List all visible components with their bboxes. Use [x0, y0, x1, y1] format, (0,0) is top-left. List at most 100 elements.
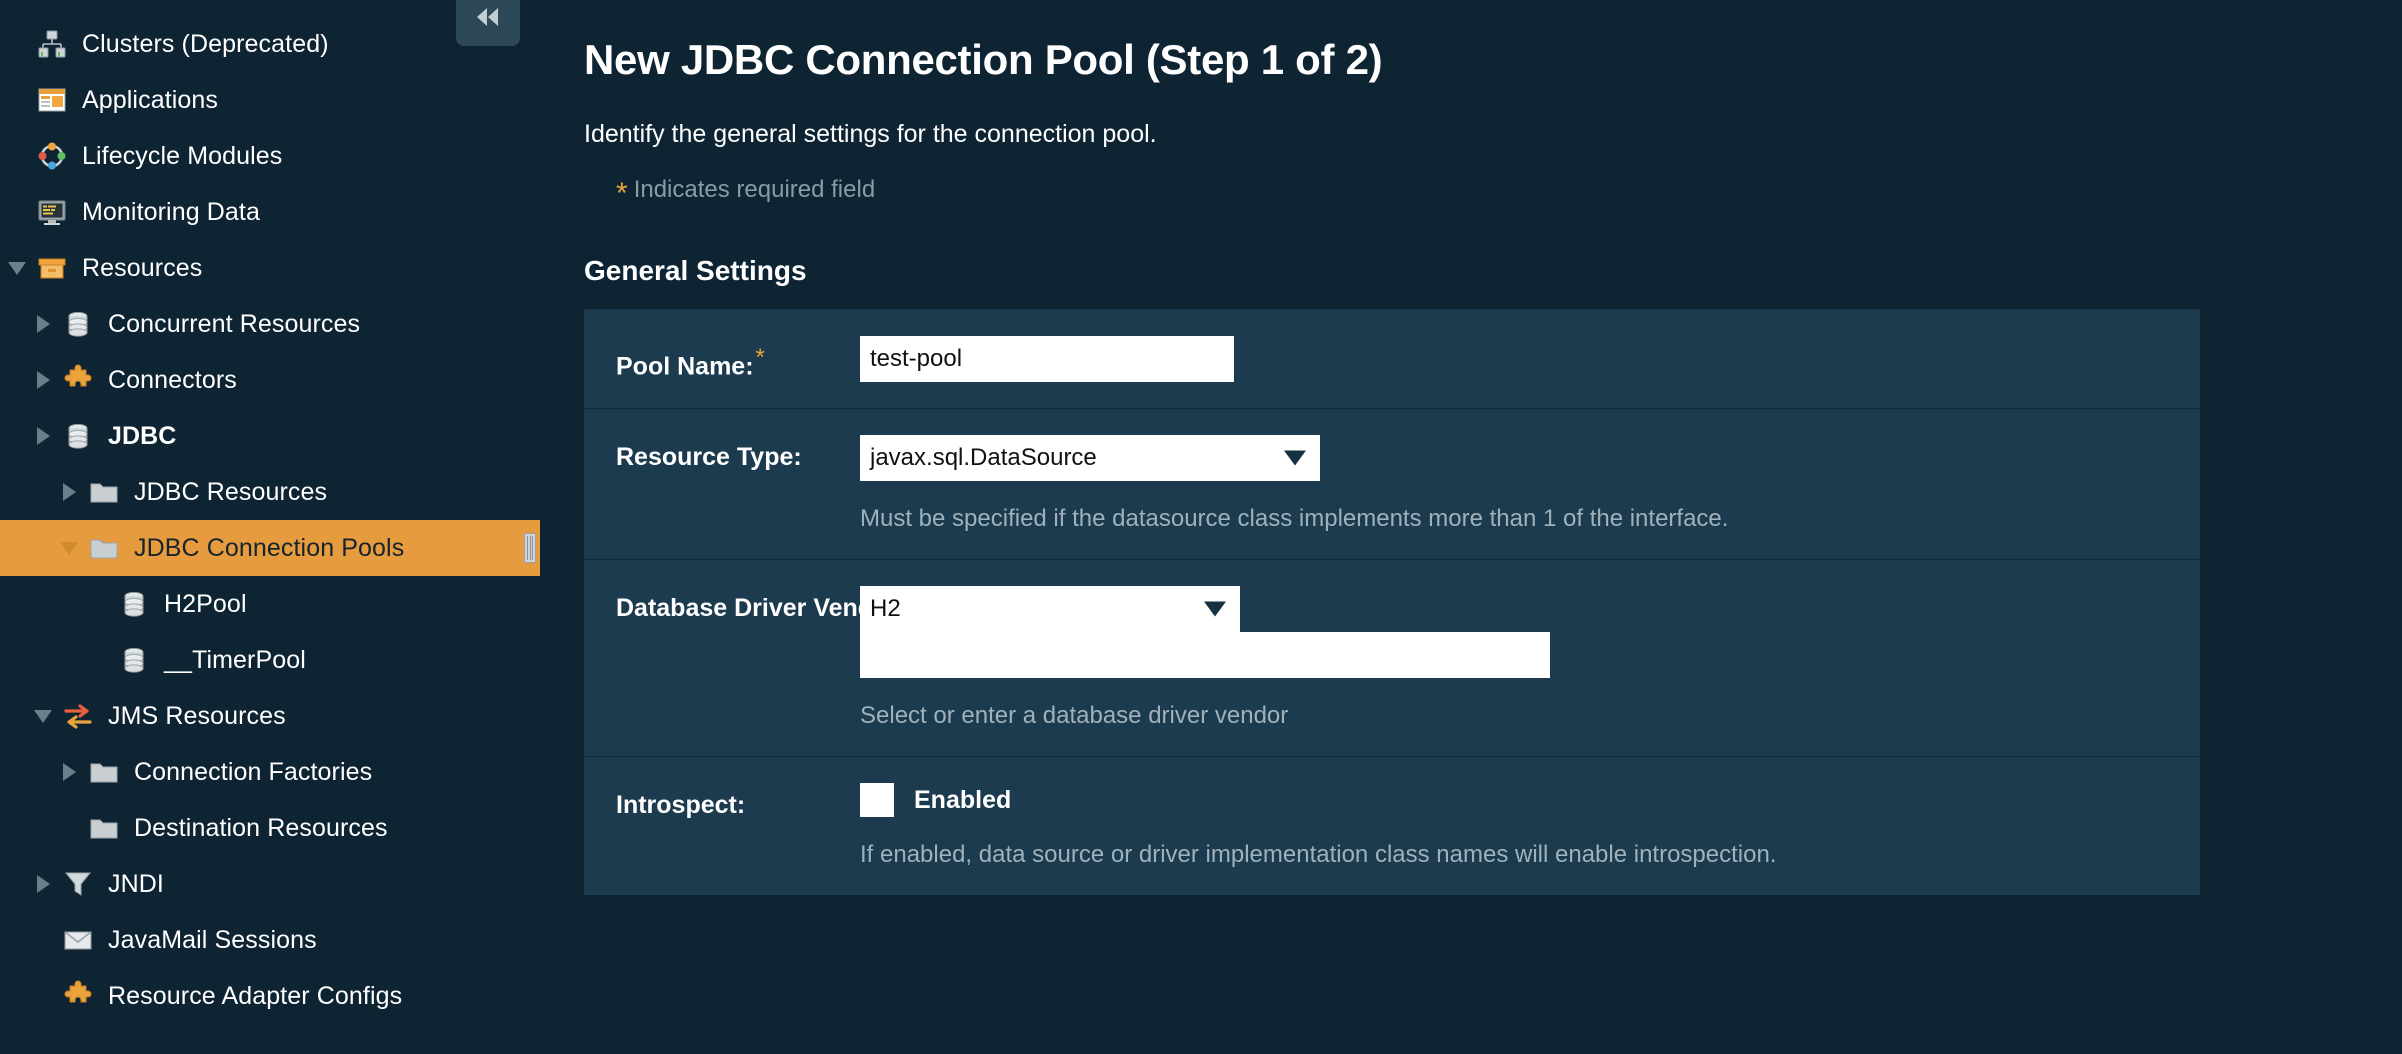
box-icon: [36, 252, 68, 284]
resource-type-control: javax.sql.DataSource Must be specified i…: [860, 435, 2200, 533]
resource-type-label: Resource Type:: [616, 443, 802, 471]
driver-vendor-hint: Select or enter a database driver vendor: [860, 702, 1289, 729]
sidebar-item-nodes[interactable]: Nodes: [0, 0, 540, 16]
driver-vendor-input[interactable]: [860, 632, 1550, 678]
twisty-spacer: [4, 31, 30, 57]
monitor-icon: [36, 196, 68, 228]
sidebar-item-label: Concurrent Resources: [108, 309, 361, 338]
sidebar-item-timerpool[interactable]: __TimerPool: [0, 632, 540, 688]
sidebar-item-connectors[interactable]: Connectors: [0, 352, 540, 408]
twisty-spacer: [4, 199, 30, 225]
required-field-note: * Indicates required field: [616, 176, 2402, 209]
folder-icon: [88, 532, 120, 564]
sidebar-resize-handle[interactable]: [524, 533, 536, 563]
introspect-hint: If enabled, data source or driver implem…: [860, 841, 1777, 868]
chevron-right-icon[interactable]: [30, 367, 56, 393]
sidebar-item-label: Applications: [82, 85, 219, 114]
pool-name-required-asterisk-icon: *: [755, 344, 765, 371]
introspect-checkbox-line: Enabled: [860, 783, 2200, 817]
twisty-spacer: [30, 983, 56, 1009]
sidebar-item-applications[interactable]: Applications: [0, 72, 540, 128]
sidebar-item-lifecycle-modules[interactable]: Lifecycle Modules: [0, 128, 540, 184]
database-icon: [118, 588, 150, 620]
sidebar-item-label: Destination Resources: [134, 813, 388, 842]
sidebar-item-jdbc[interactable]: JDBC: [0, 408, 540, 464]
sidebar-item-jdbc-connection-pools[interactable]: JDBC Connection Pools: [0, 520, 540, 576]
introspect-control: Enabled If enabled, data source or drive…: [860, 783, 2200, 869]
driver-vendor-select[interactable]: H2: [860, 586, 1240, 632]
twisty-spacer: [4, 143, 30, 169]
sidebar-item-label: Connectors: [108, 365, 237, 394]
chevron-right-icon[interactable]: [30, 311, 56, 337]
resource-type-hint: Must be specified if the datasource clas…: [860, 505, 1729, 532]
jms-arrows-icon: [62, 700, 94, 732]
page-description: Identify the general settings for the co…: [584, 120, 1157, 148]
tree-list: NodesClusters (Deprecated) ApplicationsLi…: [0, 0, 540, 1024]
sidebar-item-label: JDBC Connection Pools: [134, 533, 405, 562]
twisty-spacer: [86, 647, 112, 673]
pool-name-label-text: Pool Name:: [616, 352, 754, 381]
driver-vendor-selected-value: H2: [870, 595, 901, 622]
application-icon: [36, 84, 68, 116]
twisty-spacer: [86, 591, 112, 617]
sidebar-item-destination-resources[interactable]: Destination Resources: [0, 800, 540, 856]
twisty-spacer: [56, 815, 82, 841]
pool-name-input[interactable]: [860, 336, 1234, 382]
main-content: New JDBC Connection Pool (Step 1 of 2) I…: [540, 0, 2402, 1054]
sidebar-item-javamail-sessions[interactable]: JavaMail Sessions: [0, 912, 540, 968]
form-row-pool-name: Pool Name:*: [584, 310, 2200, 409]
sidebar-item-h2pool[interactable]: H2Pool: [0, 576, 540, 632]
folder-icon: [88, 812, 120, 844]
chevron-down-icon[interactable]: [4, 255, 30, 281]
chevron-right-icon[interactable]: [56, 479, 82, 505]
required-note-text: Indicates required field: [633, 176, 876, 203]
chevron-down-icon[interactable]: [30, 703, 56, 729]
sidebar-item-label: JavaMail Sessions: [108, 925, 317, 954]
sidebar-item-label: JMS Resources: [108, 701, 286, 730]
lifecycle-icon: [36, 140, 68, 172]
chevron-down-icon: [1204, 601, 1226, 617]
twisty-spacer: [4, 87, 30, 113]
resource-type-selected-value: javax.sql.DataSource: [870, 444, 1097, 471]
pool-name-control: [860, 336, 2200, 382]
driver-vendor-control: H2 Select or enter a database driver ven…: [860, 586, 2200, 730]
form-row-introspect: Introspect: Enabled If enabled, data sou…: [584, 757, 2200, 895]
introspect-checkbox[interactable]: [860, 783, 894, 817]
sidebar-item-label: Monitoring Data: [82, 197, 260, 226]
sidebar-item-label: Resources: [82, 253, 203, 282]
puzzle-icon: [62, 364, 94, 396]
sidebar-item-label: JDBC Resources: [134, 477, 328, 506]
chevron-right-icon[interactable]: [30, 871, 56, 897]
chevron-right-icon[interactable]: [56, 759, 82, 785]
driver-vendor-label: Database Driver Vendor:: [616, 594, 907, 622]
sidebar-item-concurrent-resources[interactable]: Concurrent Resources: [0, 296, 540, 352]
chevron-down-icon[interactable]: [4, 0, 30, 1]
sidebar-item-resource-adapter-configs[interactable]: Resource Adapter Configs: [0, 968, 540, 1024]
twisty-spacer: [30, 927, 56, 953]
sidebar-item-label: Clusters (Deprecated): [82, 29, 329, 58]
sidebar-item-jms-resources[interactable]: JMS Resources: [0, 688, 540, 744]
sidebar-item-label: JNDI: [108, 869, 164, 898]
chevron-down-icon[interactable]: [56, 535, 82, 561]
database-icon: [62, 308, 94, 340]
sidebar-item-jdbc-resources[interactable]: JDBC Resources: [0, 464, 540, 520]
chevron-down-icon: [1284, 450, 1306, 466]
double-chevron-left-icon: [473, 4, 503, 30]
form-row-driver-vendor: Database Driver Vendor: H2 Select or ent…: [584, 560, 2200, 757]
resource-type-select[interactable]: javax.sql.DataSource: [860, 435, 1320, 481]
envelope-icon: [62, 924, 94, 956]
folder-icon: [88, 476, 120, 508]
sidebar-collapse-button[interactable]: [456, 0, 520, 46]
database-icon: [118, 644, 150, 676]
general-settings-panel: Pool Name:* Resource Type: javax.sql.Dat…: [584, 309, 2200, 895]
sidebar-item-clusters-deprecated[interactable]: Clusters (Deprecated): [0, 16, 540, 72]
chevron-right-icon[interactable]: [30, 423, 56, 449]
sidebar-item-label: Lifecycle Modules: [82, 141, 283, 170]
sidebar-item-resources[interactable]: Resources: [0, 240, 540, 296]
sidebar-item-monitoring-data[interactable]: Monitoring Data: [0, 184, 540, 240]
sidebar-item-label: __TimerPool: [164, 645, 306, 674]
puzzle-icon: [62, 980, 94, 1012]
sidebar-item-connection-factories[interactable]: Connection Factories: [0, 744, 540, 800]
sidebar-item-jndi[interactable]: JNDI: [0, 856, 540, 912]
